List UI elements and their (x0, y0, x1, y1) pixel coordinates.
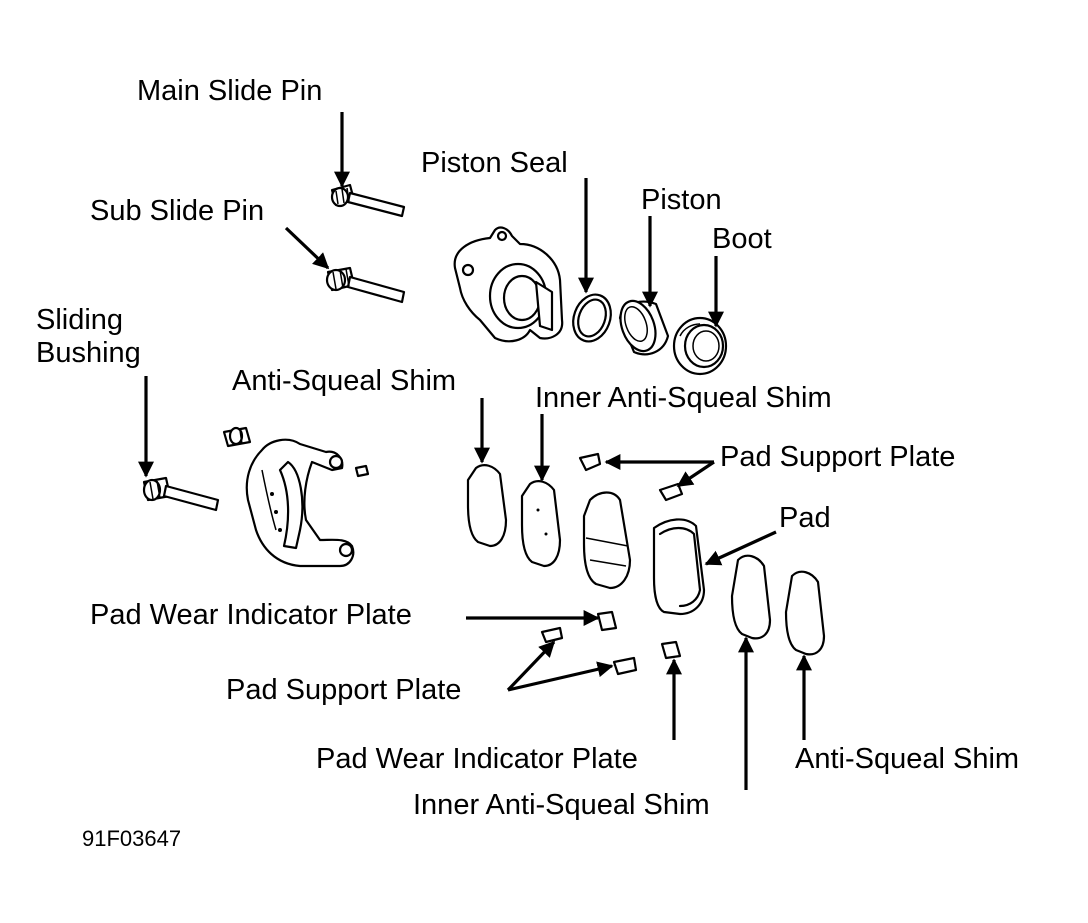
sliding-bushing-small (222, 426, 252, 448)
label-pad-support-plate-upper: Pad Support Plate (720, 441, 955, 473)
pad-support-plate-upper-left (578, 452, 602, 472)
piston (618, 299, 670, 356)
label-sub-slide-pin: Sub Slide Pin (90, 195, 264, 227)
label-inner-anti-squeal-shim-lower: Inner Anti-Squeal Shim (413, 789, 710, 821)
label-boot: Boot (712, 223, 772, 255)
label-pad-support-plate-lower: Pad Support Plate (226, 674, 461, 706)
main-slide-pin (330, 183, 406, 218)
outer-brake-pad (652, 518, 706, 616)
arrow-pad-support-plate-upper-b (676, 460, 715, 488)
label-sliding-bushing-line2: Bushing (36, 337, 141, 369)
arrow-sub-slide-pin (284, 226, 330, 270)
figure-code: 91F03647 (82, 826, 181, 851)
pad-support-plate-upper-right (658, 482, 684, 502)
label-piston: Piston (641, 184, 722, 216)
label-pad-wear-indicator-plate-lower: Pad Wear Indicator Plate (316, 743, 638, 775)
label-pad-wear-indicator-plate-upper: Pad Wear Indicator Plate (90, 599, 412, 631)
pad-wear-indicator-plate-lower (660, 640, 682, 660)
label-sliding-bushing-line1: Sliding (36, 304, 123, 336)
bracket-screw (354, 464, 370, 478)
labels: Main Slide Pin Sub Slide Pin Piston Seal… (36, 75, 1019, 851)
label-pad: Pad (779, 502, 831, 534)
sub-slide-pin (325, 266, 406, 304)
pad-wear-indicator-plate-upper (596, 610, 618, 632)
inner-brake-pad (582, 491, 632, 590)
inner-anti-squeal-shim-right (730, 554, 772, 640)
caliper-cylinder (453, 226, 564, 343)
inner-anti-squeal-shim-left (520, 480, 562, 568)
leader-arrows (138, 112, 812, 790)
anti-squeal-shim-right (784, 570, 826, 656)
anti-squeal-shim-left (466, 464, 508, 548)
label-inner-anti-squeal-shim-upper: Inner Anti-Squeal Shim (535, 382, 832, 414)
label-anti-squeal-shim-lower: Anti-Squeal Shim (795, 743, 1019, 775)
pad-support-plate-lower-left (540, 626, 564, 644)
boot (672, 316, 728, 376)
label-main-slide-pin: Main Slide Pin (137, 75, 322, 107)
sliding-bushing (142, 476, 220, 512)
label-anti-squeal-shim-upper: Anti-Squeal Shim (232, 365, 456, 397)
arrow-pad (704, 530, 777, 566)
arrow-pad-support-plate-lower-b (507, 661, 614, 692)
torque-plate (245, 438, 355, 568)
arrow-pad-support-plate-lower-a (506, 640, 556, 692)
pad-support-plate-lower-right (612, 656, 638, 676)
piston-seal (572, 293, 612, 343)
label-piston-seal: Piston Seal (421, 147, 568, 179)
